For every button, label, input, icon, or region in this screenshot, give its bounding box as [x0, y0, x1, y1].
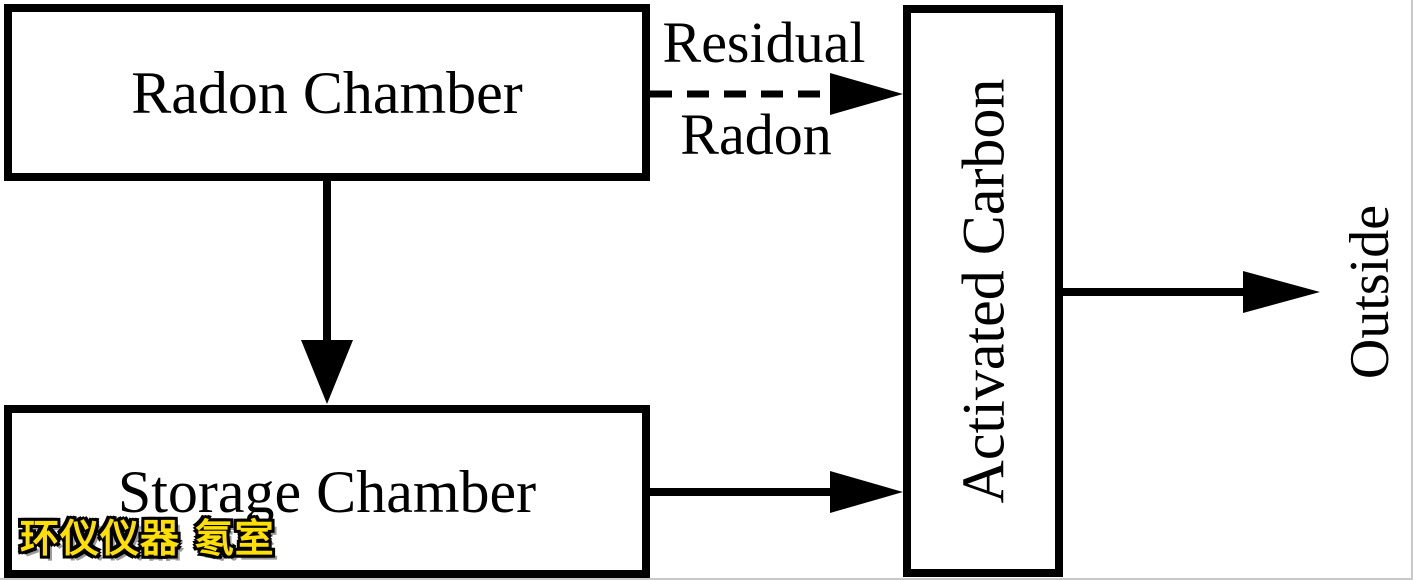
- residual-radon-label-line1: Residual: [662, 10, 866, 75]
- storage-chamber-label: Storage Chamber: [117, 458, 537, 525]
- activated-carbon-label: Activated Carbon: [950, 78, 1016, 504]
- arrowhead-residual-radon: [830, 73, 903, 115]
- residual-radon-label-line2: Radon: [680, 102, 832, 167]
- arrowhead-storage-to-carbon: [830, 471, 903, 513]
- radon-chamber-label: Radon Chamber: [131, 59, 523, 126]
- node-storage-chamber: Storage Chamber: [4, 405, 650, 578]
- node-activated-carbon: Activated Carbon: [903, 5, 1063, 577]
- node-radon-chamber: Radon Chamber: [4, 4, 650, 181]
- arrowhead-radon-to-storage: [301, 340, 353, 404]
- arrowhead-carbon-to-outside: [1243, 271, 1320, 313]
- outside-label: Outside: [1339, 204, 1401, 380]
- watermark-text: 环仪仪器 氡室: [20, 517, 275, 562]
